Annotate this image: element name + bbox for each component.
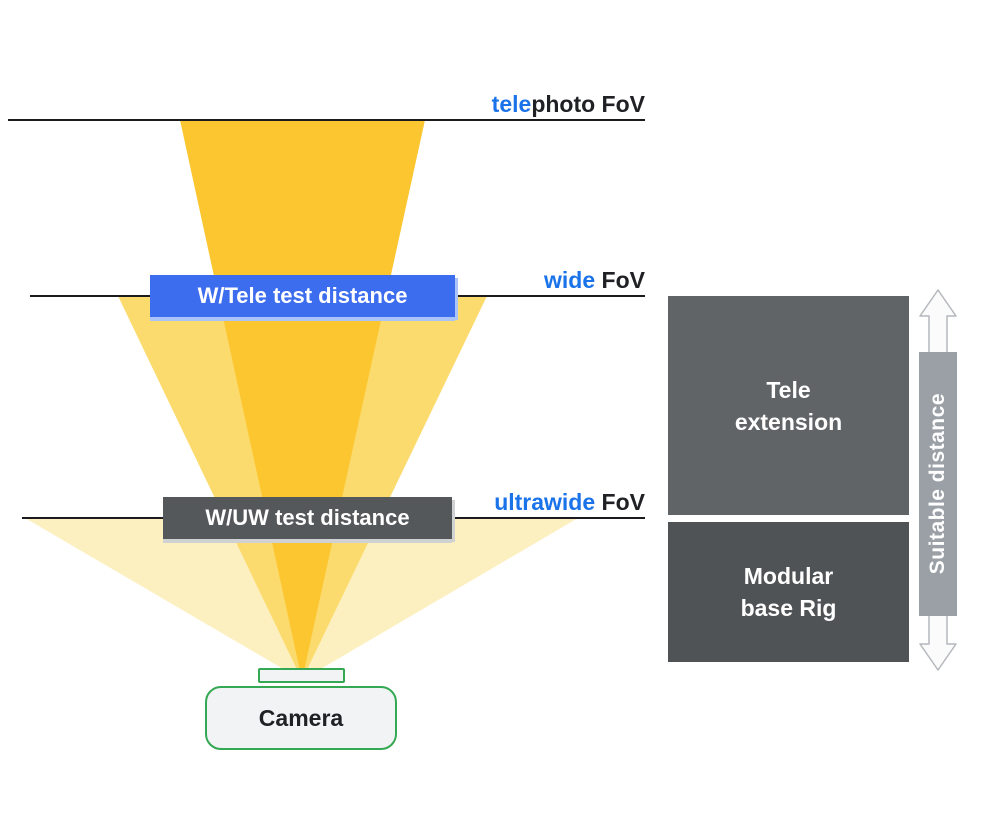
camera-body: Camera — [205, 686, 397, 750]
suitable-distance-band: Suitable distance — [919, 352, 957, 616]
modular-base-rig-label: Modular base Rig — [740, 563, 837, 621]
modular-base-rig-box: Modular base Rig — [668, 522, 909, 662]
telephoto-fov-label-rest: photo FoV — [531, 91, 645, 117]
camera-label: Camera — [258, 704, 344, 731]
ultrawide-fov-label-highlight: ultrawide — [494, 489, 596, 515]
wide-fov-label-highlight: wide — [544, 267, 596, 293]
tele-extension-box: Tele extension — [668, 296, 909, 515]
telephoto-cone — [180, 120, 425, 680]
wide-fov-label: wide FoV — [544, 267, 645, 295]
ultrawide-fov-label-rest: FoV — [595, 489, 645, 515]
tele-extension-label: Tele extension — [734, 376, 843, 435]
suitable-distance-label: Suitable distance — [926, 393, 949, 575]
wide-fov-label-rest: FoV — [595, 267, 645, 293]
ultrawide-fov-label: ultrawide FoV — [494, 489, 645, 517]
w-uw-test-distance-badge: W/UW test distance — [163, 497, 452, 539]
telephoto-fov-label-highlight: tele — [491, 91, 532, 117]
camera-lens — [258, 668, 345, 683]
telephoto-distance-line — [8, 119, 645, 121]
w-tele-test-distance-badge: W/Tele test distance — [150, 275, 455, 317]
telephoto-fov-label: telephoto FoV — [492, 91, 645, 119]
